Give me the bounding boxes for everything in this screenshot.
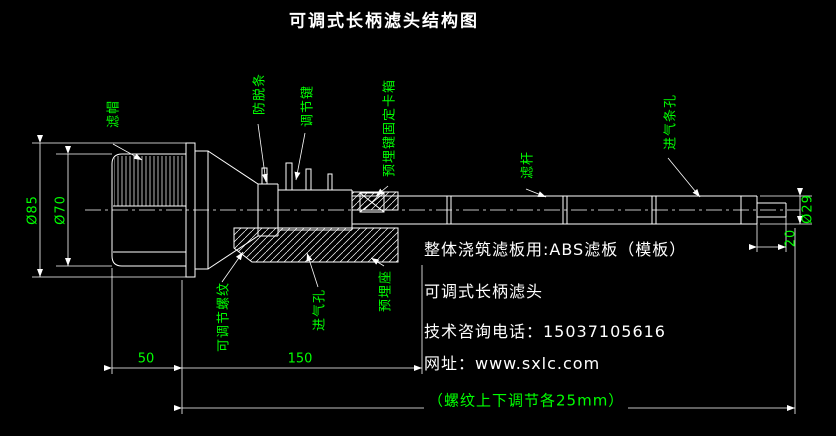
dim-dia-29: Ø29 [800,194,816,224]
label-anti-slip-strip: 防脱条 [252,72,268,116]
dim-len-50: 50 [135,351,157,367]
label-air-inlet-hole: 进气孔 [312,288,328,332]
note-phone: 技术咨询电话：15037105616 [424,322,666,341]
note-thread-adjust: （螺纹上下调节各25mm） [424,389,629,411]
label-adjustable-thread: 可调节螺纹 [216,281,232,353]
dim-dia-85: Ø85 [25,195,41,225]
drawing-title: 可调式长柄滤头结构图 [289,11,479,32]
note-website: 网址：www.sxlc.com [424,354,601,373]
note-product-name: 可调式长柄滤头 [424,282,544,301]
label-air-inlet-slot-holes: 进气条孔 [663,93,679,151]
label-adjusting-key: 调节键 [300,84,316,128]
label-filter-rod: 滤杆 [520,150,536,180]
leader-lines [112,123,701,288]
dim-len-150: 150 [285,351,315,367]
note-filter-board: 整体浇筑滤板用:ABS滤板（模板） [424,240,687,259]
filter-rod-geometry [351,190,787,230]
label-embedded-key-fixing-box: 预埋键固定卡箱 [382,78,398,178]
dim-dia-70: Ø70 [53,195,69,225]
label-embedded-seat: 预埋座 [378,269,394,313]
label-filter-cap: 滤帽 [106,99,122,129]
dim-len-20: 20 [783,228,799,248]
